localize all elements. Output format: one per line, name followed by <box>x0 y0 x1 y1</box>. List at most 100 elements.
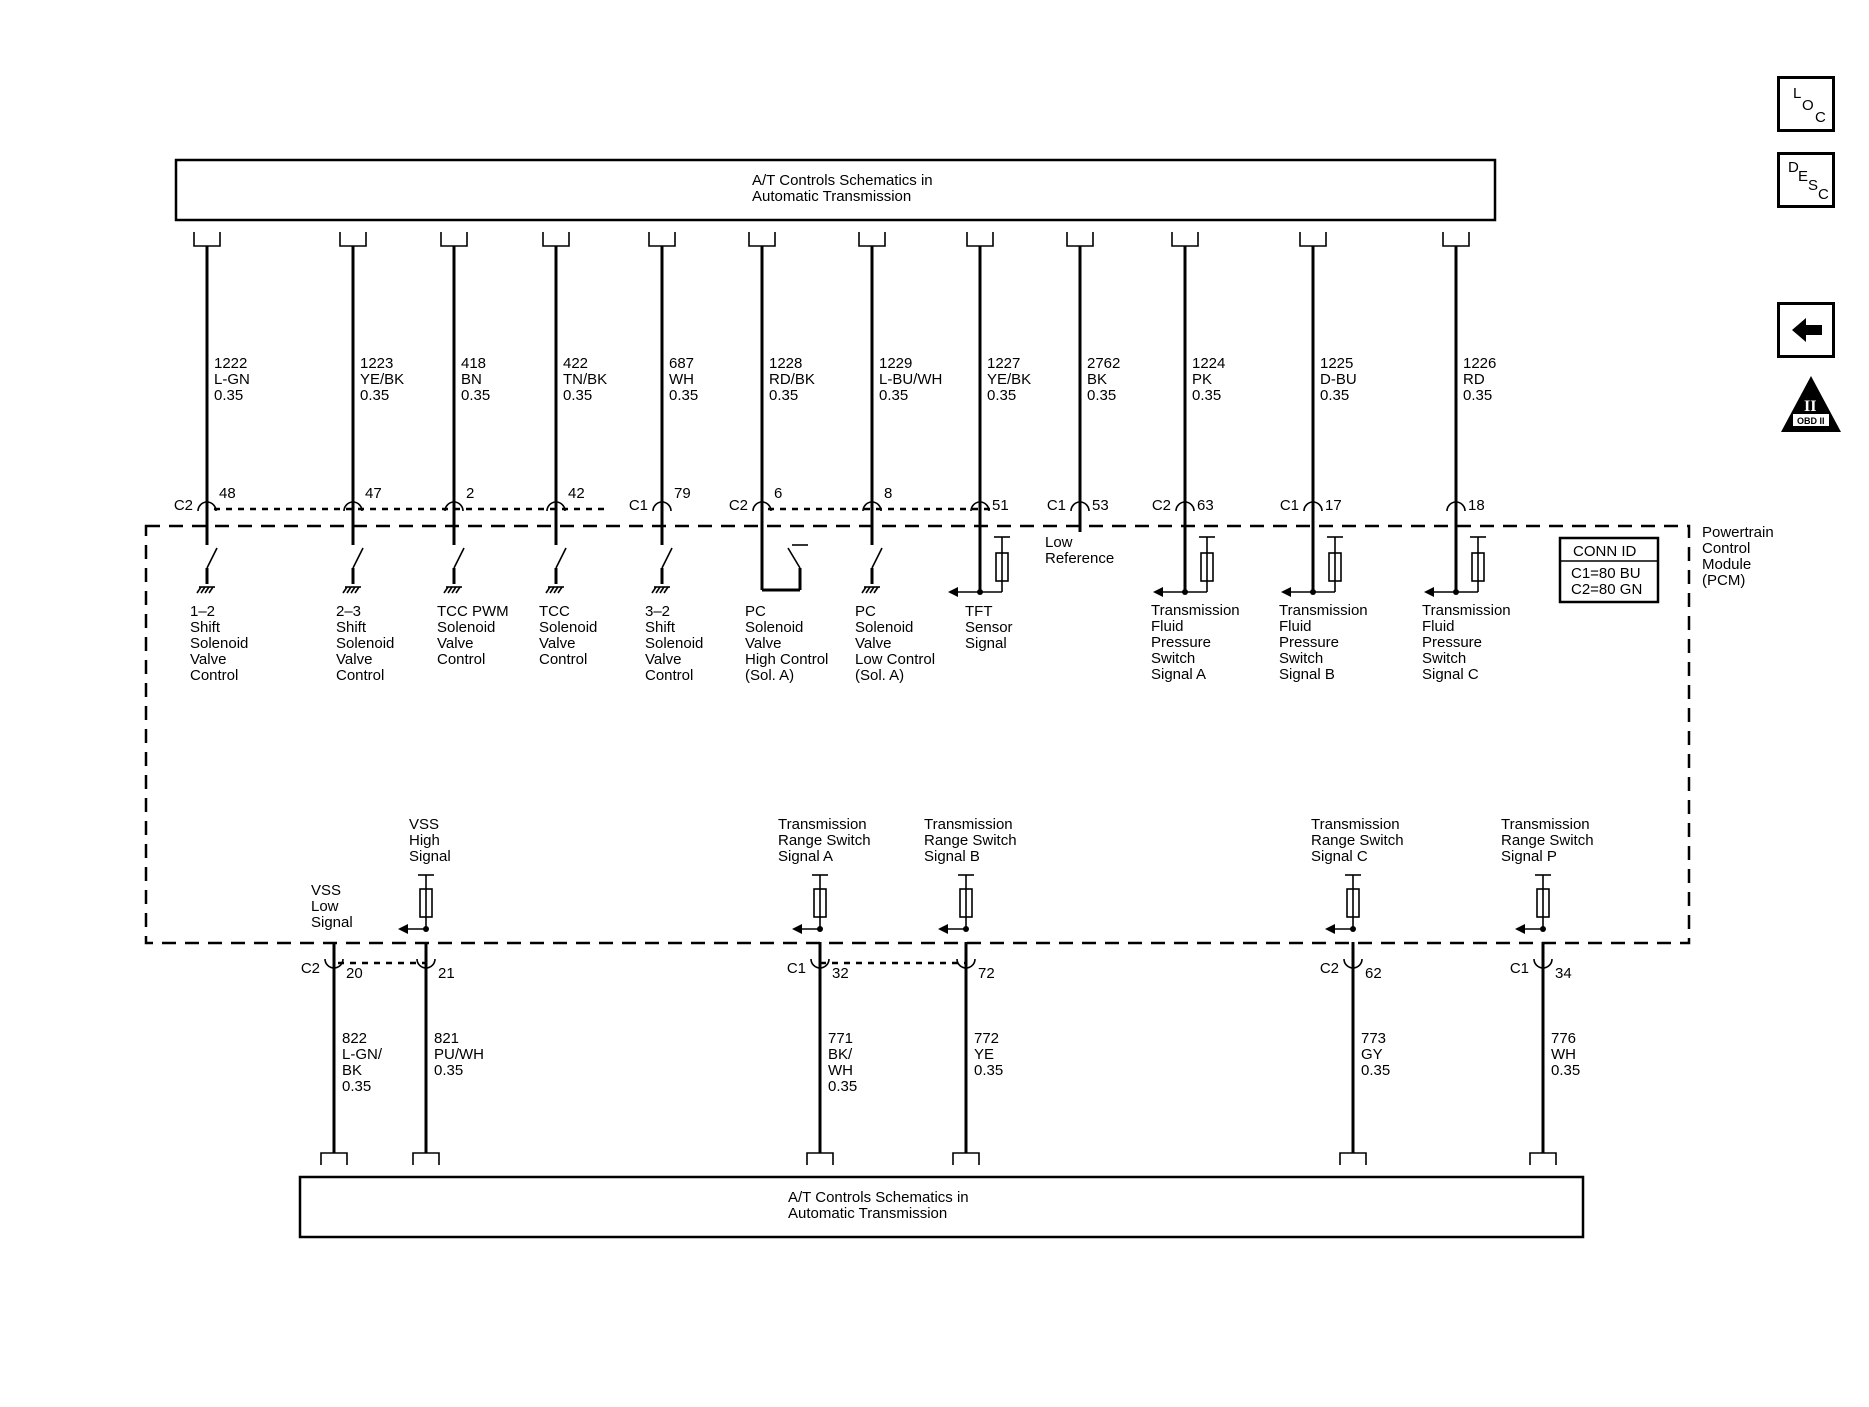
circuit-label: 3–2 <box>645 603 670 620</box>
harness-connector <box>1339 1152 1367 1165</box>
circuit-label: Solenoid <box>190 635 248 652</box>
ground-icon <box>553 586 559 594</box>
circuit-label: Transmission <box>1501 816 1590 833</box>
wire-color: WH <box>669 371 694 388</box>
ground-icon <box>208 586 214 594</box>
circuit-label: Transmission <box>1422 602 1511 619</box>
connector-id: C2 <box>1152 497 1171 514</box>
harness-connector <box>193 232 221 247</box>
conn-id-title: CONN ID <box>1573 543 1637 560</box>
resistor-icon <box>1346 888 1360 918</box>
wire-gauge: 0.35 <box>974 1062 1003 1079</box>
connector-id: C1 <box>787 960 806 977</box>
wire-color: YE <box>974 1046 994 1063</box>
ground-icon <box>655 586 661 594</box>
ground-icon <box>861 586 867 594</box>
circuit-number: 1224 <box>1192 355 1225 372</box>
ground-icon <box>659 586 665 594</box>
connector-id: C1 <box>629 497 648 514</box>
bottom-schematic-box[interactable]: A/T Controls Schematics in Automatic Tra… <box>298 1175 1585 1239</box>
ground-icon <box>204 586 210 594</box>
top-circuit[interactable]: 1223YE/BK0.35472–3ShiftSolenoidValveCont… <box>336 232 404 684</box>
desc-letter: D <box>1788 159 1799 176</box>
obd-ii-icon[interactable]: II OBD II <box>1779 374 1843 434</box>
wire-gauge: 0.35 <box>563 387 592 404</box>
resistor-icon <box>419 888 433 918</box>
wire-gauge: 0.35 <box>214 387 243 404</box>
description-button[interactable]: D E S C <box>1777 152 1835 208</box>
circuit-label: Control <box>539 651 587 668</box>
top-schematic-box[interactable]: A/T Controls Schematics in Automatic Tra… <box>174 158 1497 222</box>
pin-number: 17 <box>1325 497 1342 514</box>
circuit-label: Valve <box>855 635 891 652</box>
location-button[interactable]: L O C <box>1777 76 1835 132</box>
circuit-label: Signal B <box>1279 666 1335 683</box>
circuit-label: Solenoid <box>645 635 703 652</box>
resistor-icon <box>1328 552 1342 582</box>
pcm-name-line: Module <box>1702 556 1751 573</box>
signal-arrow-icon <box>1325 924 1335 934</box>
conn-id-c2: C2=80 GN <box>1571 581 1642 598</box>
circuit-label: Valve <box>645 651 681 668</box>
harness-connector <box>412 1152 440 1165</box>
wire-gauge: 0.35 <box>434 1062 463 1079</box>
wire-gauge: 0.35 <box>987 387 1016 404</box>
circuit-label: Pressure <box>1422 634 1482 651</box>
obd-label: OBD II <box>1797 416 1825 426</box>
signal-arrow-icon <box>398 924 408 934</box>
top-circuit[interactable]: 1222L-GN0.35C2481–2ShiftSolenoidValveCon… <box>174 232 250 684</box>
circuit-number: 418 <box>461 355 486 372</box>
circuit-label: Solenoid <box>539 619 597 636</box>
harness-connector <box>339 232 367 247</box>
resistor-icon <box>1471 552 1485 582</box>
circuit-label: Shift <box>336 619 367 636</box>
switch-blade <box>352 547 364 569</box>
top-circuit[interactable]: 1226RD0.3518TransmissionFluidPressureSwi… <box>1422 232 1511 683</box>
obd-roman: II <box>1804 398 1816 415</box>
back-button[interactable] <box>1777 302 1835 358</box>
harness-connector <box>1299 232 1327 247</box>
circuit-label: Signal A <box>778 848 833 865</box>
wire-gauge: 0.35 <box>828 1078 857 1095</box>
connector-id: C2 <box>174 497 193 514</box>
wire-gauge: 0.35 <box>342 1078 371 1095</box>
wire-color: L-GN <box>214 371 250 388</box>
circuit-label: Fluid <box>1279 618 1312 635</box>
circuit-label: Valve <box>437 635 473 652</box>
wire-gauge: 0.35 <box>879 387 908 404</box>
circuit-label: PC <box>745 603 766 620</box>
circuit-label: Valve <box>539 635 575 652</box>
ground-icon <box>200 586 206 594</box>
harness-connector <box>748 232 776 247</box>
circuit-number: 422 <box>563 355 588 372</box>
ground-icon <box>354 586 360 594</box>
loc-letter: O <box>1802 97 1814 114</box>
circuit-label: Low Control <box>855 651 935 668</box>
connector-id: C2 <box>729 497 748 514</box>
circuit-label: Range Switch <box>1311 832 1404 849</box>
circuit-label: Signal <box>409 848 451 865</box>
harness-connector <box>806 1152 834 1165</box>
circuit-label: Signal <box>965 635 1007 652</box>
ground-icon <box>342 586 348 594</box>
circuit-label: Low <box>311 898 339 915</box>
top-circuit[interactable]: 687WH0.35C1793–2ShiftSolenoidValveContro… <box>629 232 704 684</box>
pcm-outline <box>144 524 1691 945</box>
desc-letter: E <box>1798 168 1809 185</box>
circuit-label: Solenoid <box>336 635 394 652</box>
